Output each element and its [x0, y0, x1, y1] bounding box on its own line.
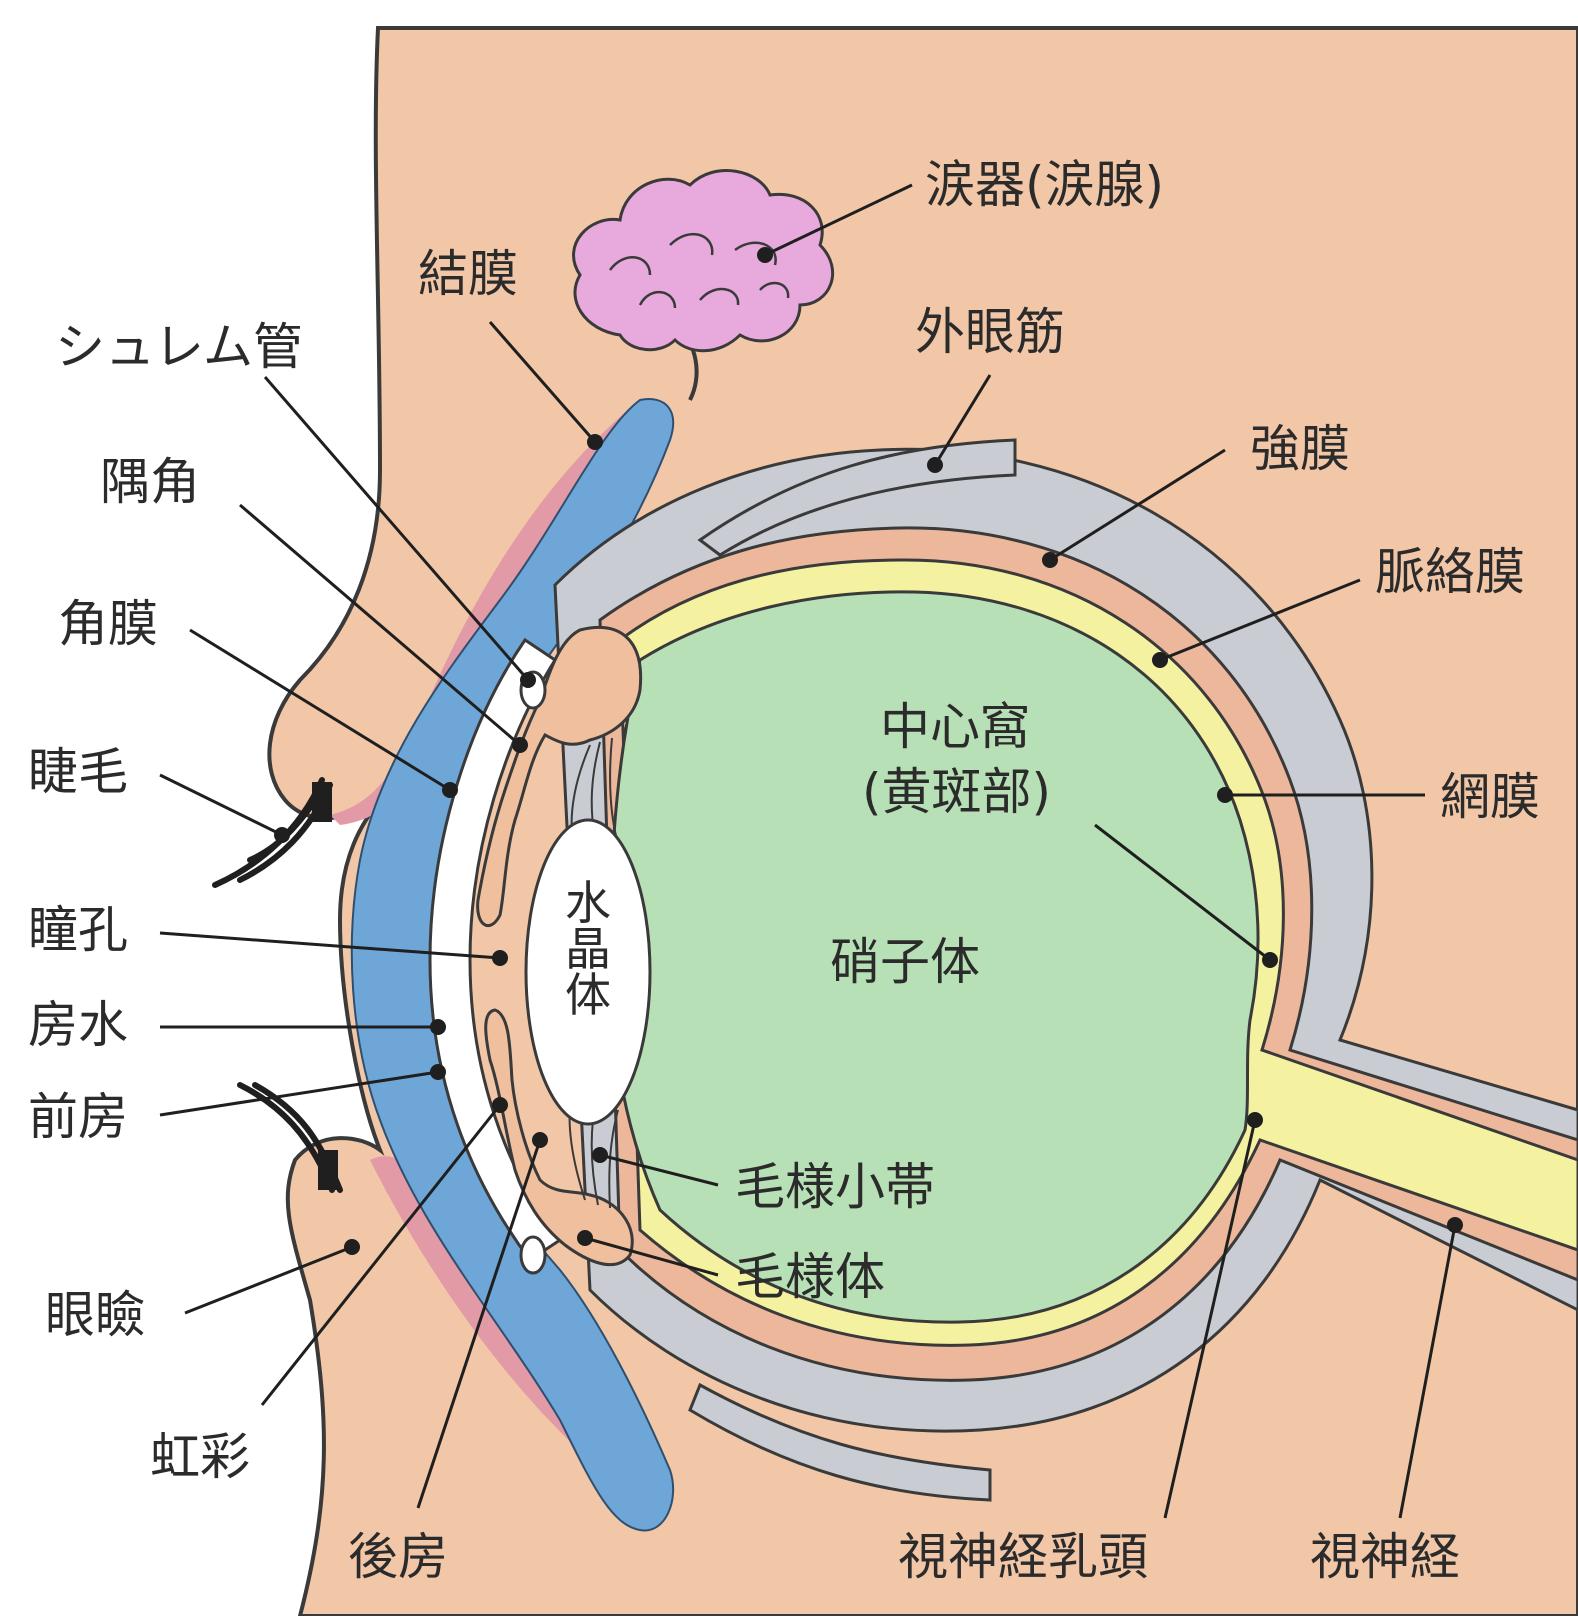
- label-pupil: 瞳孔: [28, 903, 128, 957]
- label-ciliary-body: 毛様体: [735, 1250, 885, 1304]
- label-choroid: 脈絡膜: [1375, 545, 1525, 599]
- label-aqueous: 房水: [28, 998, 128, 1052]
- label-optic-nerve: 視神経: [1310, 1530, 1460, 1584]
- label-anterior-chamber: 前房: [28, 1090, 128, 1144]
- label-fovea-line2: (黄斑部): [862, 765, 1051, 819]
- label-lacrimal: 涙器(涙腺): [925, 158, 1164, 212]
- schlemm-canal-lower: [521, 1237, 545, 1273]
- label-cornea: 角膜: [58, 597, 158, 651]
- leader-eyelash: [160, 775, 282, 835]
- label-schlemm: シュレム管: [55, 320, 303, 374]
- label-eyelash: 睫毛: [28, 745, 128, 799]
- label-vitreous: 硝子体: [830, 935, 980, 989]
- label-zonule: 毛様小帯: [735, 1160, 935, 1214]
- label-iris: 虹彩: [150, 1430, 250, 1484]
- label-lens: 水 晶 体: [563, 880, 613, 1018]
- eyelash-base-lower: [318, 1150, 338, 1190]
- label-eyelid: 眼瞼: [45, 1288, 145, 1342]
- label-retina: 網膜: [1440, 770, 1540, 824]
- label-sclera: 強膜: [1250, 422, 1350, 476]
- label-angle: 隅角: [100, 455, 200, 509]
- label-extraocular: 外眼筋: [915, 305, 1065, 359]
- label-conjunctiva: 結膜: [418, 247, 518, 301]
- eyelash-base-upper: [312, 782, 332, 822]
- label-optic-disc: 視神経乳頭: [898, 1530, 1148, 1584]
- label-posterior-chamber: 後房: [348, 1530, 448, 1584]
- label-fovea-line1: 中心窩: [880, 700, 1030, 754]
